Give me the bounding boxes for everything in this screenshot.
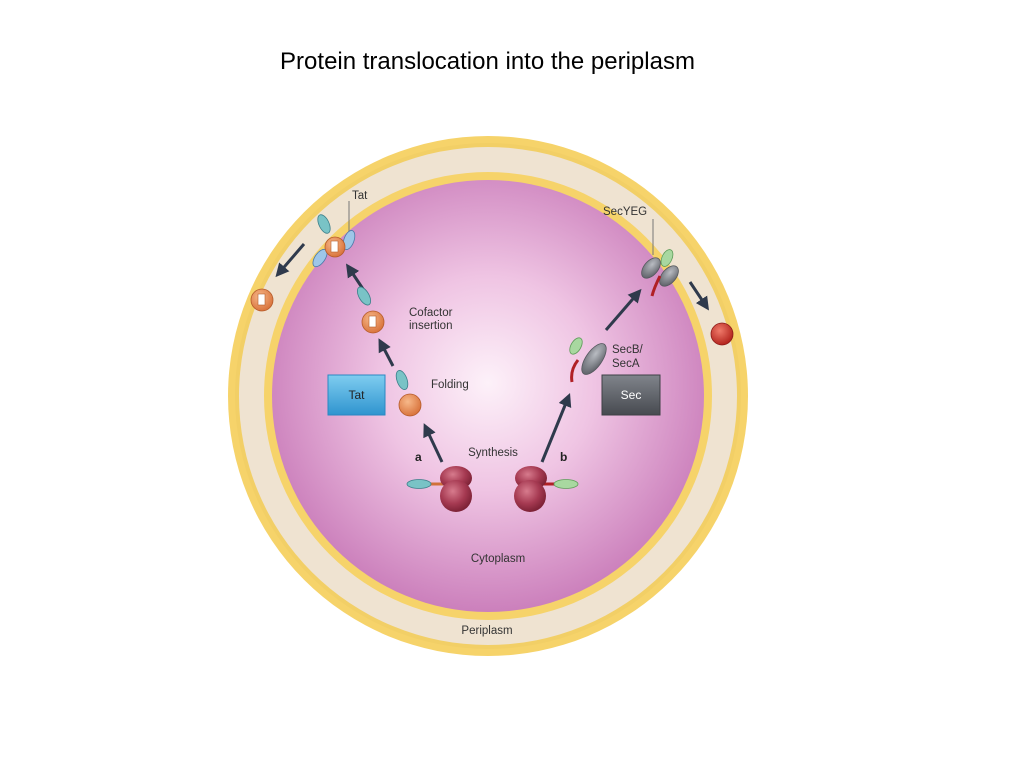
sec-box (601, 374, 661, 416)
folding-protein (395, 370, 422, 417)
export-arrow-left (275, 243, 306, 278)
secb-seca-complex (569, 337, 607, 383)
export-arrow-right (688, 281, 709, 311)
cofactor-protein (356, 286, 385, 334)
secb-label-line1: SecB/ (612, 344, 643, 356)
arrow-to-folding (423, 423, 444, 463)
folding-label: Folding (431, 379, 469, 391)
secyeg-translocon (641, 249, 679, 297)
cell-envelope (228, 136, 748, 656)
path-b-label: b (560, 450, 567, 464)
tat-pathway: Tat Cofactor insertion (250, 190, 472, 512)
exported-sec-protein (710, 322, 734, 346)
cofactor-label-line1: Cofactor (409, 307, 453, 319)
synthesis-label: Synthesis (468, 447, 518, 459)
tat-translocon (312, 214, 356, 268)
arrow-to-secyeg (604, 288, 642, 331)
ribosome-a (406, 466, 472, 512)
arrow-to-secb (540, 392, 572, 463)
tat-box (327, 374, 386, 416)
ribosome-b (514, 466, 579, 512)
exported-folded-protein (250, 288, 274, 312)
secyeg-label: SecYEG (603, 206, 647, 218)
cytoplasm-label: Cytoplasm (471, 553, 525, 565)
path-a-label: a (415, 450, 422, 464)
cofactor-label-line2: insertion (409, 320, 452, 332)
cytoplasm (272, 180, 704, 612)
slide-title: Protein translocation into the periplasm (280, 48, 695, 75)
tat-box-label: Tat (348, 388, 365, 402)
sec-pathway: SecYEG SecB/ SecA Sec (514, 206, 734, 512)
secb-label-line2: SecA (612, 358, 640, 370)
sec-box-label: Sec (621, 388, 642, 402)
tat-top-label: Tat (352, 190, 368, 202)
periplasm-label: Periplasm (461, 625, 512, 637)
arrow-to-cofactor (378, 338, 395, 367)
